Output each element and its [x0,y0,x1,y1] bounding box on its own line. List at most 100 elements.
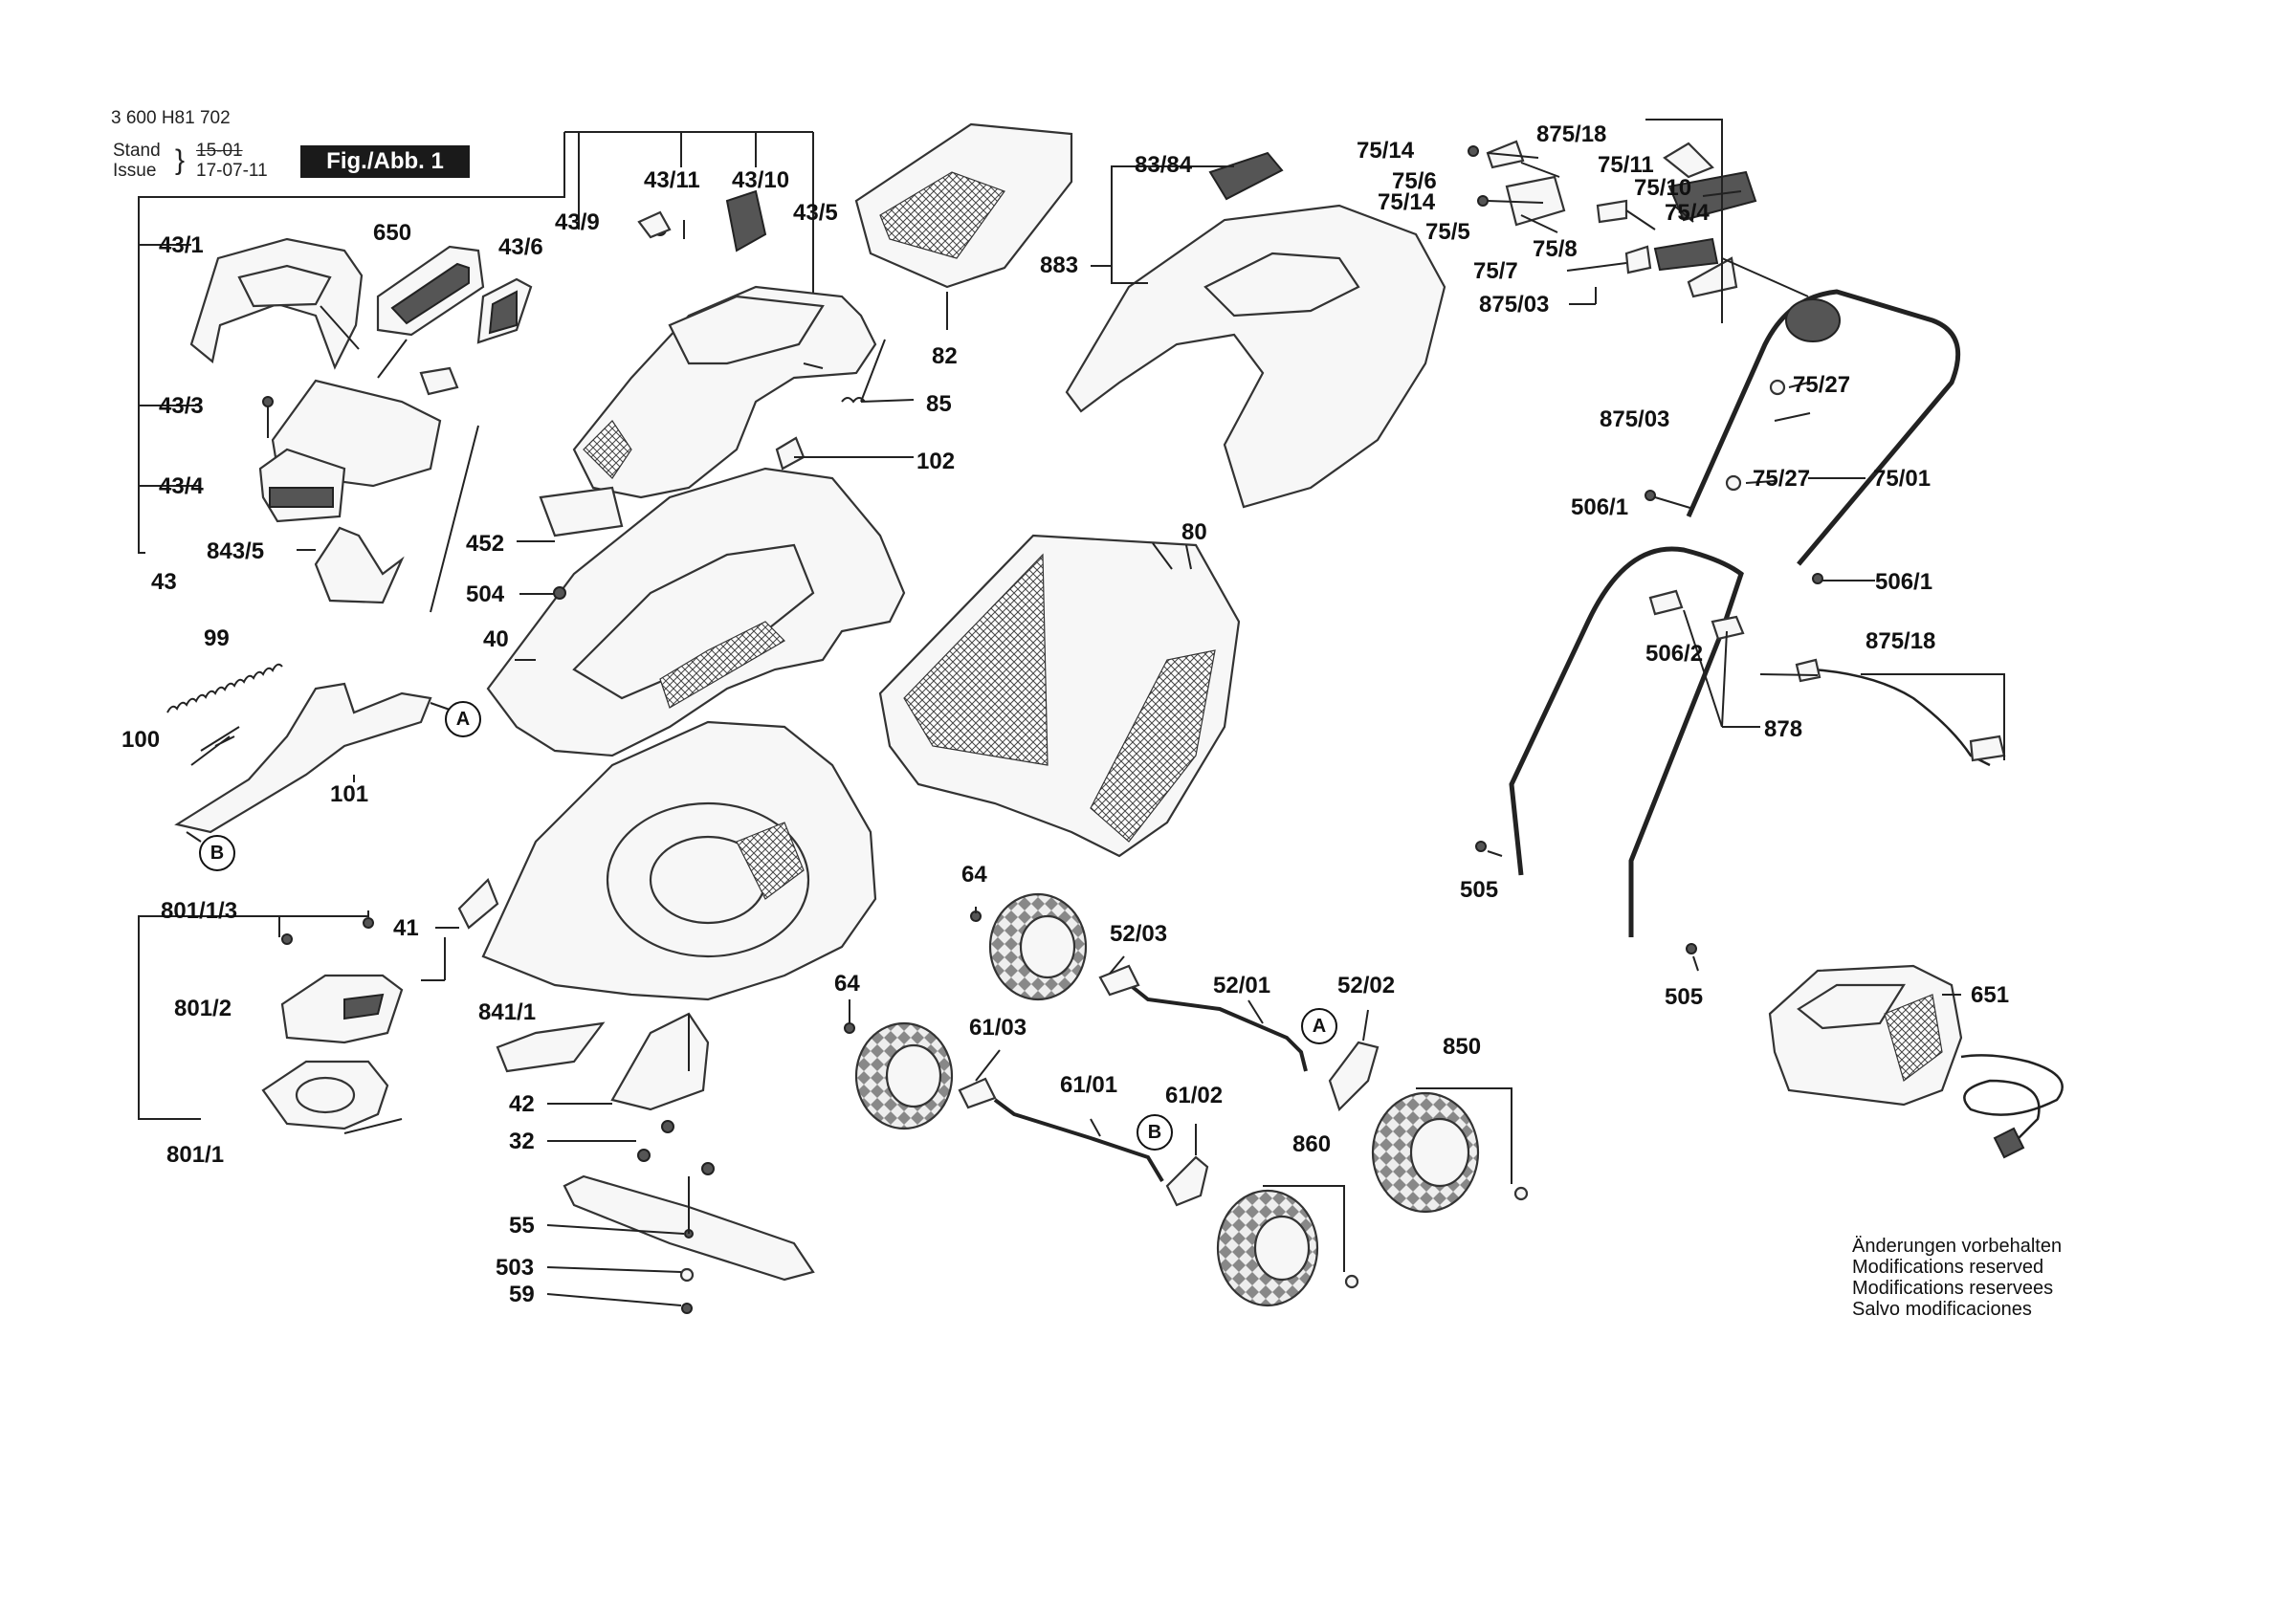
part-label: 503 [496,1255,535,1281]
header-brace: } [175,144,186,176]
part-label: 43/6 [498,234,543,260]
upper-handle-part [1468,119,1961,566]
part-label: 85 [926,391,952,417]
modification-notes: Änderungen vorbehalten Modifications res… [1852,1236,2062,1320]
latch-part [297,425,479,613]
guide-parts [421,937,710,1111]
part-label: 75/6 [1392,168,1437,194]
stand-label: Stand [113,141,161,161]
axle-parts [958,964,1380,1207]
battery-cover-part [189,237,364,370]
part-label: 55 [509,1213,535,1239]
part-label: 83/84 [1135,152,1193,178]
part-label: 52/01 [1213,973,1271,998]
figure-badge: Fig./Abb. 1 [300,145,470,178]
part-label: 883 [1040,252,1079,278]
part-label: 32 [509,1129,535,1154]
part-label: 52/03 [1110,921,1168,947]
part-label: 100 [121,727,161,753]
part-label: 841/1 [478,999,537,1025]
part-label: 43/10 [732,167,790,193]
callout-b: B [1137,1114,1173,1151]
part-label: 452 [466,531,505,557]
cable-part [1795,658,2006,767]
part-label: 101 [330,781,369,807]
part-label: 875/03 [1479,292,1550,318]
part-label: 99 [204,625,230,651]
part-label: 650 [373,220,412,246]
callout-a: A [1301,1008,1337,1044]
part-label: 75/8 [1533,236,1578,262]
part-label: 43 [151,569,177,595]
note-line: Salvo modificaciones [1852,1299,2032,1320]
part-label: 75/4 [1665,200,1710,226]
note-line: Änderungen vorbehalten [1852,1236,2063,1257]
motor-assembly-part [261,917,404,1134]
part-label: 59 [509,1282,535,1307]
part-label: 64 [961,862,987,888]
charger-part [1768,964,2064,1159]
callout-b: B [199,835,235,871]
lower-deck-part [457,720,877,1001]
part-label: 801/1 [166,1142,225,1168]
part-label: 40 [483,626,509,652]
wheel-rear-right-part [1216,1185,1359,1307]
part-label: 75/14 [1357,138,1415,164]
part-label: 82 [932,343,958,369]
note-line: Modifications reserved [1852,1257,2044,1278]
part-label: 504 [466,581,505,607]
part-label: 75/27 [1753,466,1811,492]
wheel-front-left-part [970,892,1088,1001]
wheel-rear-left-part [844,1021,954,1130]
issue-label: Issue [113,161,157,181]
part-label: 875/18 [1536,121,1607,147]
issue-value: 17-07-11 [196,161,268,181]
part-label: 80 [1181,519,1207,545]
part-label: 61/03 [969,1015,1027,1041]
part-label: 75/10 [1634,175,1692,201]
part-label: 505 [1665,984,1704,1010]
part-label: 875/03 [1600,406,1670,432]
part-label: 61/01 [1060,1072,1118,1098]
part-label: 878 [1764,716,1803,742]
battery-pack-part [376,245,485,379]
part-label: 43/11 [644,167,700,193]
wheel-front-right-part [1371,1087,1529,1214]
part-label: 651 [1971,982,2010,1008]
part-label: 42 [509,1091,535,1117]
part-label: 875/18 [1866,628,1936,654]
grassbox-lid-part [854,122,1073,330]
part-label: 75/01 [1873,466,1932,492]
battery-slot-part [258,277,533,523]
motor-assembly-bracket [138,910,369,1120]
part-label: 75/7 [1473,258,1518,284]
part-label: 506/1 [1875,569,1933,595]
leader-lines [435,152,1961,1306]
part-label: 43/1 [159,232,204,258]
grassbox-cover-part [1065,151,1446,509]
part-label: 75/14 [1378,189,1436,215]
part-label: 506/1 [1571,494,1629,520]
part-label: 43/3 [159,393,204,419]
group-bracket-43 [138,131,814,554]
part-label: 505 [1460,877,1499,903]
height-lever-part [166,663,451,843]
part-label: 860 [1292,1131,1332,1157]
part-label: 41 [393,915,419,941]
part-label: 850 [1443,1034,1482,1060]
part-label: 102 [916,449,956,474]
part-label: 843/5 [207,538,265,564]
grassbox-part [878,534,1241,858]
part-label: 43/5 [793,200,838,226]
spring-part [775,339,886,471]
callout-a: A [445,701,481,737]
part-label: 61/02 [1165,1083,1224,1108]
lower-handle-part [1475,490,1823,954]
part-label: 52/02 [1337,973,1396,998]
note-line: Modifications reservees [1852,1278,2054,1299]
document-number: 3 600 H81 702 [111,108,231,128]
deck-part [486,467,906,757]
part-label: 75/11 [1598,152,1654,178]
blade-part [563,1120,815,1314]
